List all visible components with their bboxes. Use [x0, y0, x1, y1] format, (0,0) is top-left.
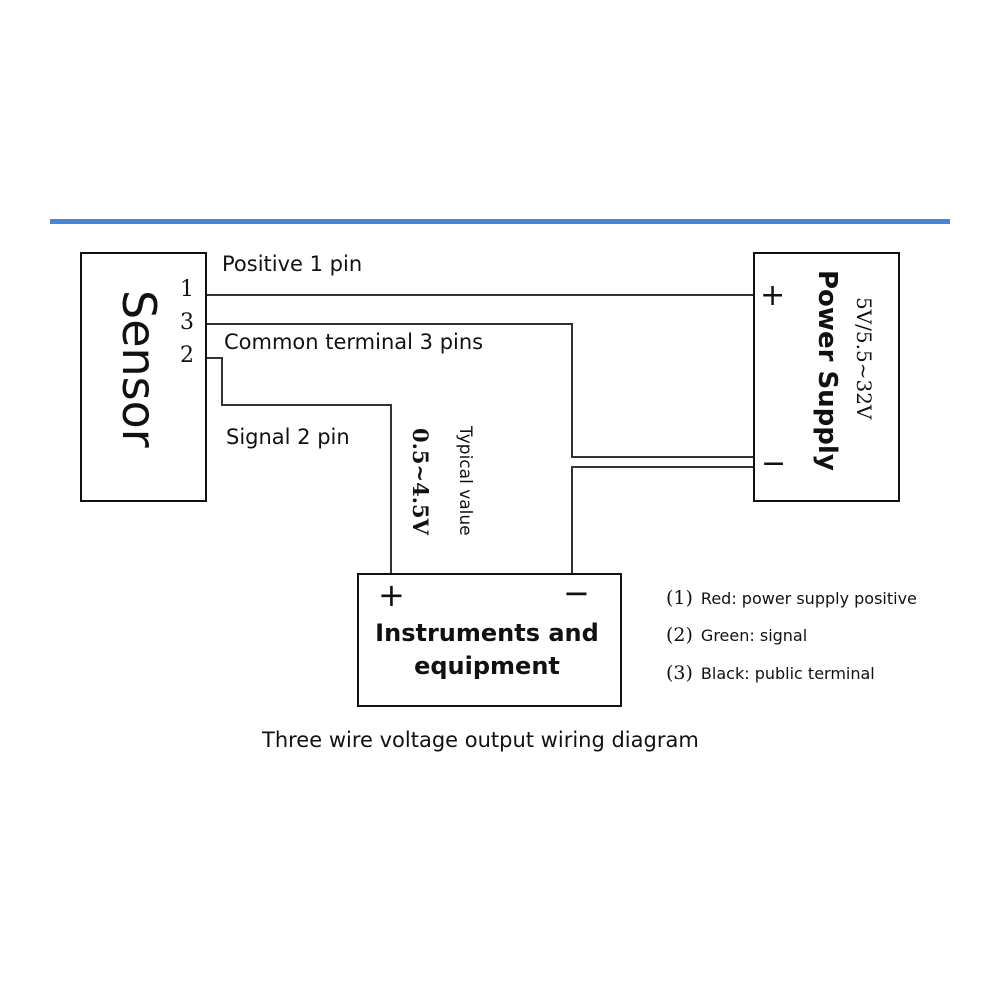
- legend-item: (1) Red: power supply positive: [666, 589, 917, 608]
- signal-wire-label: Signal 2 pin: [226, 425, 350, 449]
- signal-wire-drop: [221, 357, 223, 406]
- signal-wire-vertical: [390, 404, 392, 574]
- legend-text: Black: public terminal: [700, 664, 875, 683]
- sensor-pin-3: 3: [180, 310, 194, 335]
- return-wire-to-supply: [571, 466, 753, 468]
- instruments-minus: −: [563, 574, 590, 612]
- sensor-box: [80, 252, 207, 502]
- legend-number: (3): [666, 662, 693, 684]
- legend-text: Red: power supply positive: [700, 589, 917, 608]
- positive-wire: [207, 294, 753, 296]
- return-wire-vertical: [571, 466, 573, 574]
- signal-wire-stub: [207, 357, 222, 359]
- legend-number: (1): [666, 587, 693, 609]
- power-supply-voltage: 5V/5.5~32V: [852, 297, 876, 420]
- legend-number: (2): [666, 624, 693, 646]
- common-wire-horizontal: [207, 323, 573, 325]
- legend-item: (3) Black: public terminal: [666, 664, 875, 683]
- typical-value-range: 0.5~4.5V: [408, 428, 433, 535]
- power-supply-title: Power Supply: [812, 270, 842, 471]
- typical-value-caption: Typical value: [455, 426, 475, 536]
- power-supply-plus: +: [760, 278, 786, 313]
- legend-text: Green: signal: [700, 626, 808, 645]
- instruments-title: Instruments and equipment: [375, 619, 599, 680]
- legend-item: (2) Green: signal: [666, 626, 807, 645]
- power-supply-minus: −: [761, 446, 787, 481]
- power-supply-box: [753, 252, 900, 502]
- sensor-pin-2: 2: [180, 343, 194, 368]
- positive-wire-label: Positive 1 pin: [222, 252, 363, 276]
- signal-wire-horizontal: [221, 404, 392, 406]
- common-wire-to-supply: [571, 456, 753, 458]
- sensor-pin-1: 1: [180, 277, 194, 302]
- accent-bar: [50, 219, 950, 224]
- sensor-title: Sensor: [112, 290, 166, 448]
- diagram-caption: Three wire voltage output wiring diagram: [262, 728, 699, 752]
- instruments-plus: +: [378, 576, 405, 614]
- common-wire-vertical: [571, 323, 573, 458]
- instruments-box: [357, 573, 622, 707]
- common-wire-label: Common terminal 3 pins: [224, 330, 484, 354]
